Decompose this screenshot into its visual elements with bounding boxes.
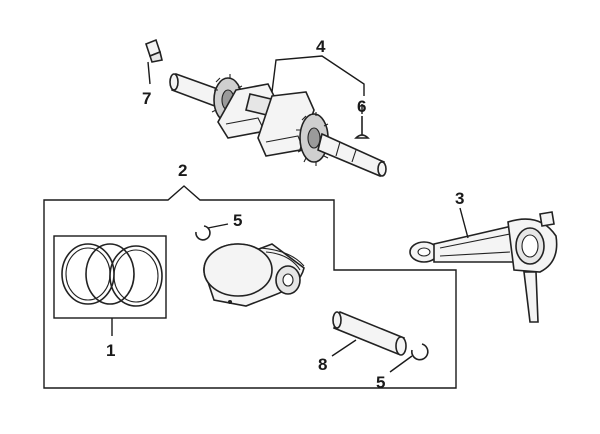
callout-piston-rings: 1 [106, 341, 115, 360]
callout-crank-pin: 7 [142, 89, 151, 108]
callout-circlip-lower: 5 [376, 373, 385, 392]
piston-pin [332, 310, 407, 356]
callout-woodruff-key: 6 [357, 97, 366, 116]
piston-assembly-outline [43, 185, 457, 389]
leader-lines [111, 55, 469, 373]
callout-piston-assembly: 2 [178, 161, 187, 180]
crankshaft [169, 72, 387, 178]
connecting-rod [409, 211, 558, 323]
piston [202, 243, 305, 307]
crank-pin [145, 38, 163, 63]
callout-crankshaft: 4 [316, 37, 326, 56]
callout-piston-pin: 8 [318, 355, 327, 374]
woodruff-key [354, 116, 370, 139]
callout-connecting-rod: 3 [455, 189, 464, 208]
circlip-upper [195, 225, 211, 241]
circlip-lower [411, 343, 429, 361]
callout-circlip-upper: 5 [233, 211, 242, 230]
piston-rings [53, 235, 167, 319]
